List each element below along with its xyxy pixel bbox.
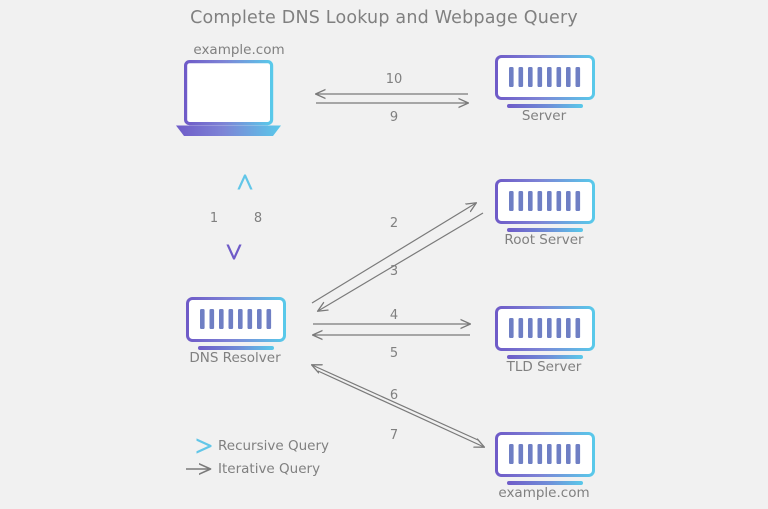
step-number-7: 7 <box>389 428 399 443</box>
step-number-6: 6 <box>389 388 399 403</box>
step-number-2: 2 <box>389 216 399 231</box>
server-icon-dns-resolver <box>186 297 286 352</box>
legend-label-iterative: Iterative Query <box>218 461 321 477</box>
step-number-4: 4 <box>389 308 399 323</box>
page-title: Complete DNS Lookup and Webpage Query <box>190 8 578 28</box>
server-icon-server <box>495 55 595 110</box>
node-label-client: example.com <box>193 42 285 58</box>
server-icon-tld-server <box>495 306 595 361</box>
node-label-auth-server: example.com <box>498 485 590 501</box>
step-number-10: 10 <box>385 72 403 87</box>
node-label-server: Server <box>521 108 567 124</box>
server-icon-auth-server <box>495 432 595 487</box>
laptop-icon <box>176 60 281 136</box>
step-number-9: 9 <box>389 110 399 125</box>
step-number-8: 8 <box>253 211 263 226</box>
node-label-dns-resolver: DNS Resolver <box>189 350 281 366</box>
node-label-root-server: Root Server <box>504 232 584 248</box>
node-label-tld-server: TLD Server <box>506 359 582 375</box>
step-number-5: 5 <box>389 346 399 361</box>
server-icon-root-server <box>495 179 595 234</box>
step-number-1: 1 <box>209 211 219 226</box>
step-number-3: 3 <box>389 264 399 279</box>
legend-label-recursive: Recursive Query <box>218 438 330 454</box>
